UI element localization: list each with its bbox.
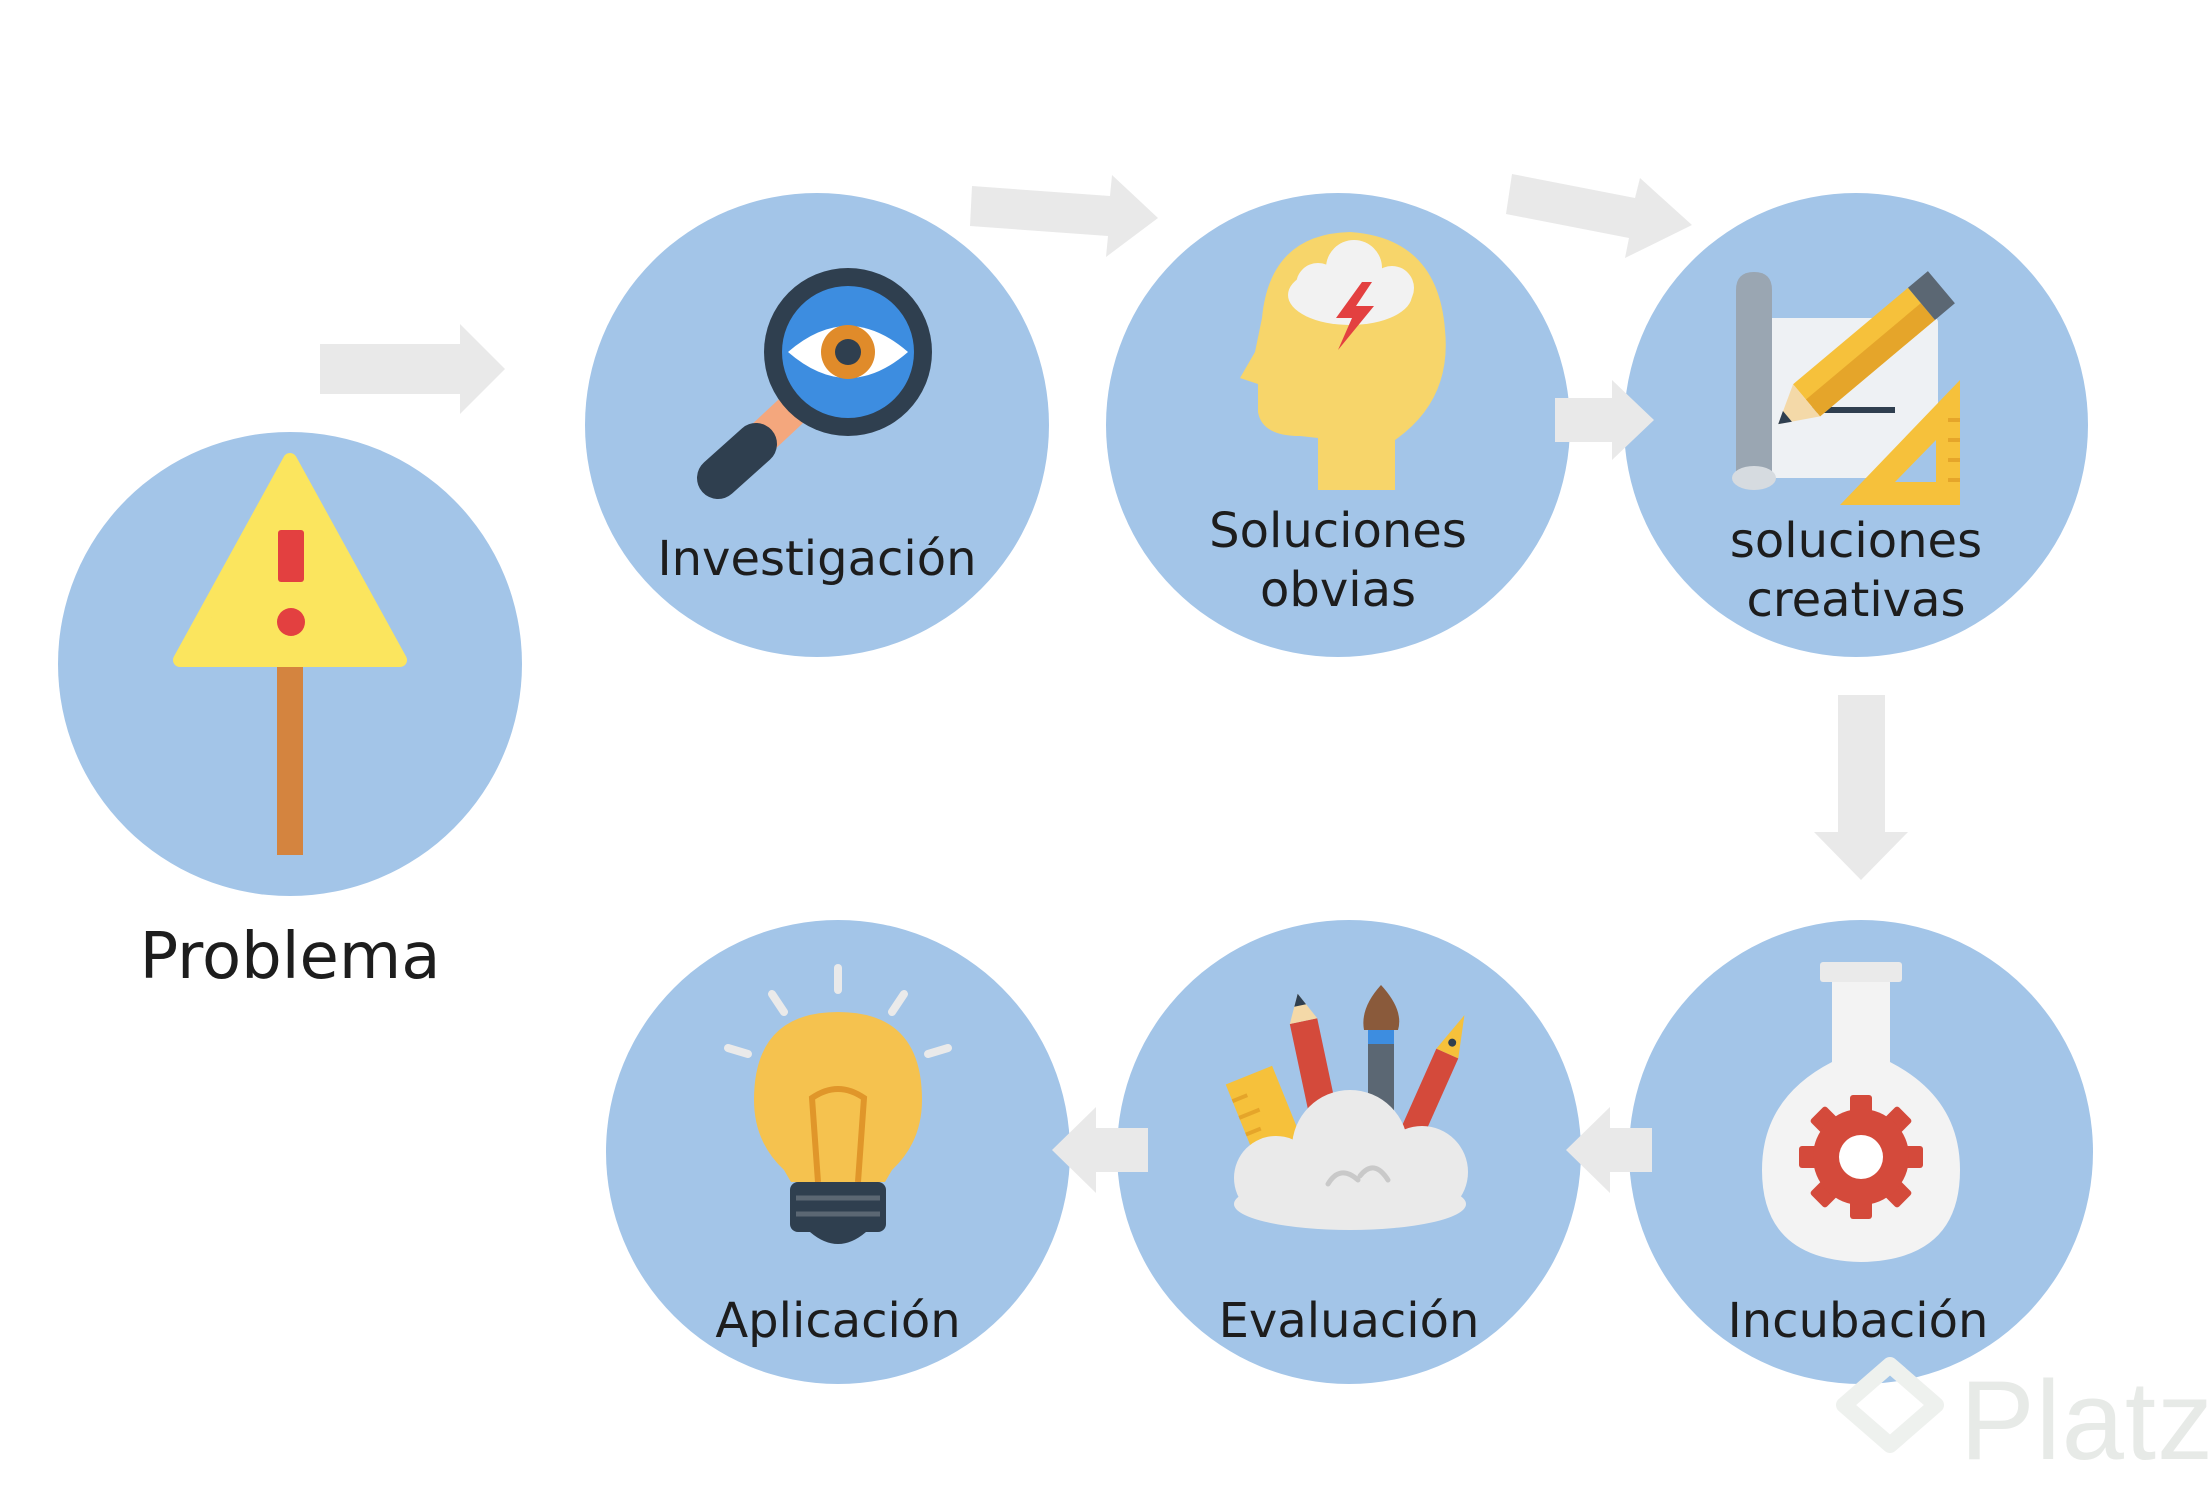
head-brainstorm-icon bbox=[1240, 232, 1446, 490]
arrow-obvias-to-creativas-short bbox=[1555, 380, 1654, 460]
label-soluciones-creativas: soluciones creativas bbox=[1729, 513, 1983, 628]
arrow-obvias-to-creativas bbox=[1506, 174, 1692, 258]
label-incubacion: Incubación bbox=[1727, 1293, 1989, 1349]
art-supplies-cloud-icon bbox=[1225, 985, 1468, 1230]
label-problema: Problema bbox=[139, 920, 441, 994]
label-soluciones-obvias: Soluciones obvias bbox=[1209, 503, 1467, 618]
label-aplicacion: Aplicación bbox=[715, 1293, 961, 1349]
lightbulb-icon bbox=[724, 964, 952, 1244]
arrow-incubacion-to-evaluacion bbox=[1566, 1107, 1652, 1193]
arrow-evaluacion-to-aplicacion bbox=[1052, 1107, 1148, 1193]
label-investigacion: Investigación bbox=[657, 531, 977, 587]
platzi-logo-icon bbox=[1836, 1357, 1944, 1453]
flask-gear-icon bbox=[1762, 962, 1960, 1262]
arrow-problema-to-investigacion bbox=[320, 324, 505, 414]
blueprint-pencil-icon bbox=[1732, 271, 1960, 505]
platzi-watermark: Platzi bbox=[1960, 1358, 2210, 1483]
magnifier-eye-icon bbox=[697, 268, 932, 499]
arrow-creativas-to-incubacion bbox=[1814, 695, 1908, 880]
arrow-investigacion-to-obvias bbox=[970, 175, 1158, 257]
label-evaluacion: Evaluación bbox=[1218, 1293, 1480, 1349]
warning-sign-icon bbox=[173, 453, 407, 855]
